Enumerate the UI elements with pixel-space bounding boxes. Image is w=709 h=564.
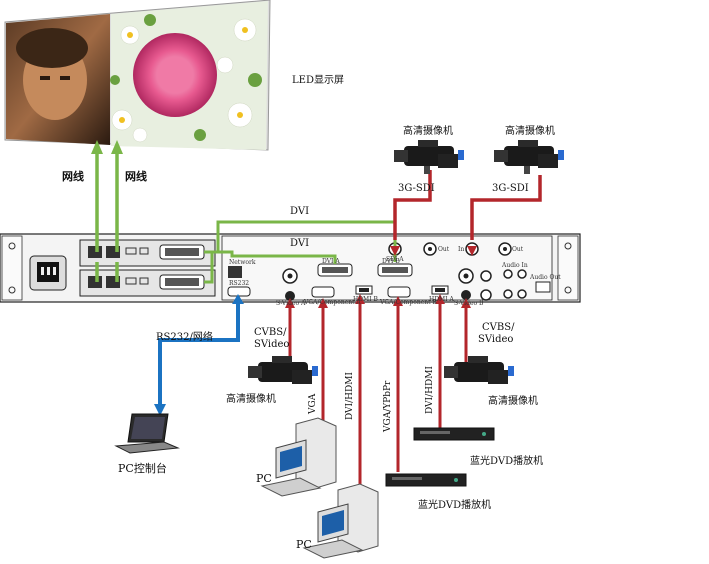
panel-hdmi-b-text: HDMI B	[353, 296, 378, 303]
dvi-hdmi-label-left: DVI/HDMI	[345, 372, 355, 420]
dvi-a-port	[317, 263, 353, 277]
dvi-hdmi-label-right: DVI/HDMI	[425, 366, 435, 414]
bluray-label-bottom: 蓝光DVD播放机	[418, 500, 492, 511]
hd-camera-icon	[494, 140, 564, 174]
panel-dvi-b-text: DVI B	[382, 258, 400, 265]
network-cable-label-left: 网线	[62, 170, 84, 183]
panel-audio-in-text: Audio In	[502, 262, 528, 269]
network-port	[228, 266, 242, 278]
rs232-port	[227, 286, 251, 297]
panel-svideo-b-text: S-Video B	[454, 300, 484, 307]
bluray-label-right: 蓝光DVD播放机	[470, 456, 544, 467]
usb-ports	[125, 247, 149, 285]
panel-audio-out-text: Audio Out	[530, 274, 561, 281]
dvi-label-middle: DVI	[290, 238, 310, 249]
svideo-b-port	[458, 268, 474, 300]
pc-label-2: PC	[296, 538, 312, 551]
camera-label-bottom-right: 高清摄像机	[488, 396, 538, 407]
panel-rs232-text: RS232	[229, 280, 250, 287]
dvi-b-port	[377, 263, 413, 277]
hd-camera-icon	[248, 356, 318, 384]
vga-a-port	[311, 286, 335, 298]
laptop-icon	[114, 413, 180, 454]
hd-camera-icon	[394, 140, 464, 174]
panel-out-text: Out	[512, 246, 524, 253]
vga-label: VGA	[308, 393, 318, 414]
cvbs-label-right-2: SVideo	[478, 334, 514, 345]
dvd-player-icon	[413, 427, 495, 441]
panel-svideo-a-text: S-Video A	[276, 300, 306, 307]
power-socket-icon	[29, 255, 67, 291]
dvd-player-icon	[385, 473, 467, 487]
hdmi-b-port	[355, 285, 373, 295]
desktop-pc-icon	[260, 417, 337, 497]
panel-dvi-a-text: DVI A	[322, 258, 340, 265]
panel-vga-comp-b-text: VGA/Component B	[380, 299, 437, 306]
pc-label-1: PC	[256, 472, 272, 485]
rs232-cable	[158, 300, 240, 408]
pc-console-label: PC控制台	[118, 462, 167, 475]
audio-ports	[480, 269, 527, 301]
panel-network-text: Network	[229, 259, 256, 266]
input-cables	[288, 300, 468, 485]
network-cable-label-right: 网线	[125, 170, 147, 183]
desktop-pc-icon	[302, 483, 379, 559]
cvbs-label-right-1: CVBS/	[482, 322, 515, 333]
svideo-a-port	[282, 268, 298, 301]
sdi-label-right: 3G-SDI	[492, 183, 529, 194]
cvbs-label-left-2: SVideo	[254, 339, 290, 350]
panel-vga-comp-a-text: VGA/Component A	[304, 299, 361, 306]
vga-ypbpr-label: VGA/YPbPr	[383, 380, 393, 432]
led-screen-label: LED显示屏	[292, 75, 344, 86]
vga-b-port	[387, 286, 411, 298]
camera-label-bottom-left: 高清摄像机	[226, 394, 276, 405]
panel-sdi-a-text: SDI A	[386, 256, 404, 263]
camera-label-top-left: 高清摄像机	[403, 126, 453, 137]
sdi-cables	[393, 170, 542, 240]
panel-in-text: In	[458, 246, 465, 253]
camera-label-top-right: 高清摄像机	[505, 126, 555, 137]
cvbs-label-left-1: CVBS/	[254, 327, 287, 338]
dvi-label-top: DVI	[290, 206, 310, 217]
panel-sdi-out-text: Out	[438, 246, 450, 253]
network-cables	[95, 152, 119, 282]
dvi-out-ports	[159, 244, 205, 290]
rs232-label: RS232/网络	[156, 332, 213, 343]
sdi-label-left: 3G-SDI	[398, 183, 435, 194]
hdmi-a-port	[431, 285, 449, 295]
hd-camera-icon	[444, 356, 514, 384]
panel-hdmi-a-text: HDMI A	[429, 296, 454, 303]
led-screen-image	[4, 0, 271, 151]
